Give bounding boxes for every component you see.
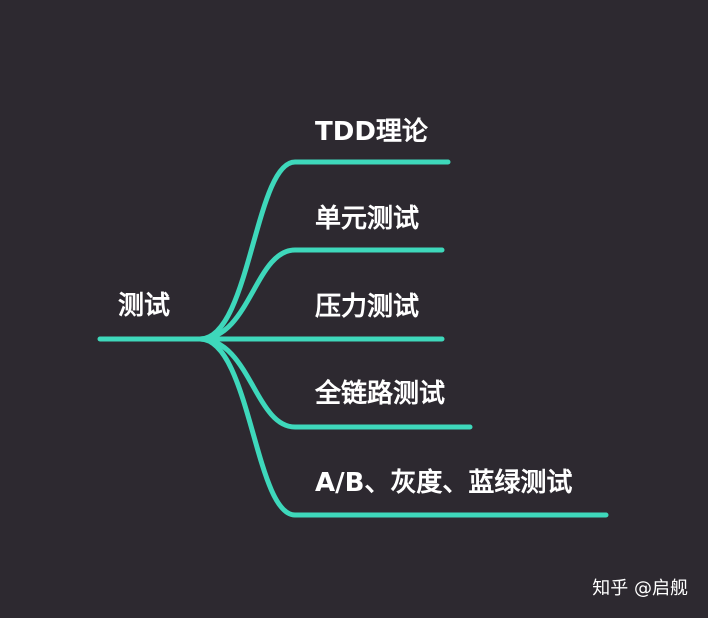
branch-line-tdd: [197, 159, 451, 342]
branch-line-fullchain: [197, 336, 473, 430]
branch-line-ab: [197, 336, 609, 518]
branch-line-unit: [197, 247, 445, 342]
branch-label-fullchain: 全链路测试: [315, 379, 446, 409]
branch-label-tdd: TDD理论: [315, 117, 428, 147]
watermark-text: 知乎 @启舰: [592, 578, 688, 599]
root-node-label: 测试: [118, 291, 171, 321]
branch-label-stress: 压力测试: [315, 292, 420, 322]
branch-label-ab: A/B、灰度、蓝绿测试: [315, 468, 573, 498]
branch-label-unit: 单元测试: [315, 204, 420, 234]
